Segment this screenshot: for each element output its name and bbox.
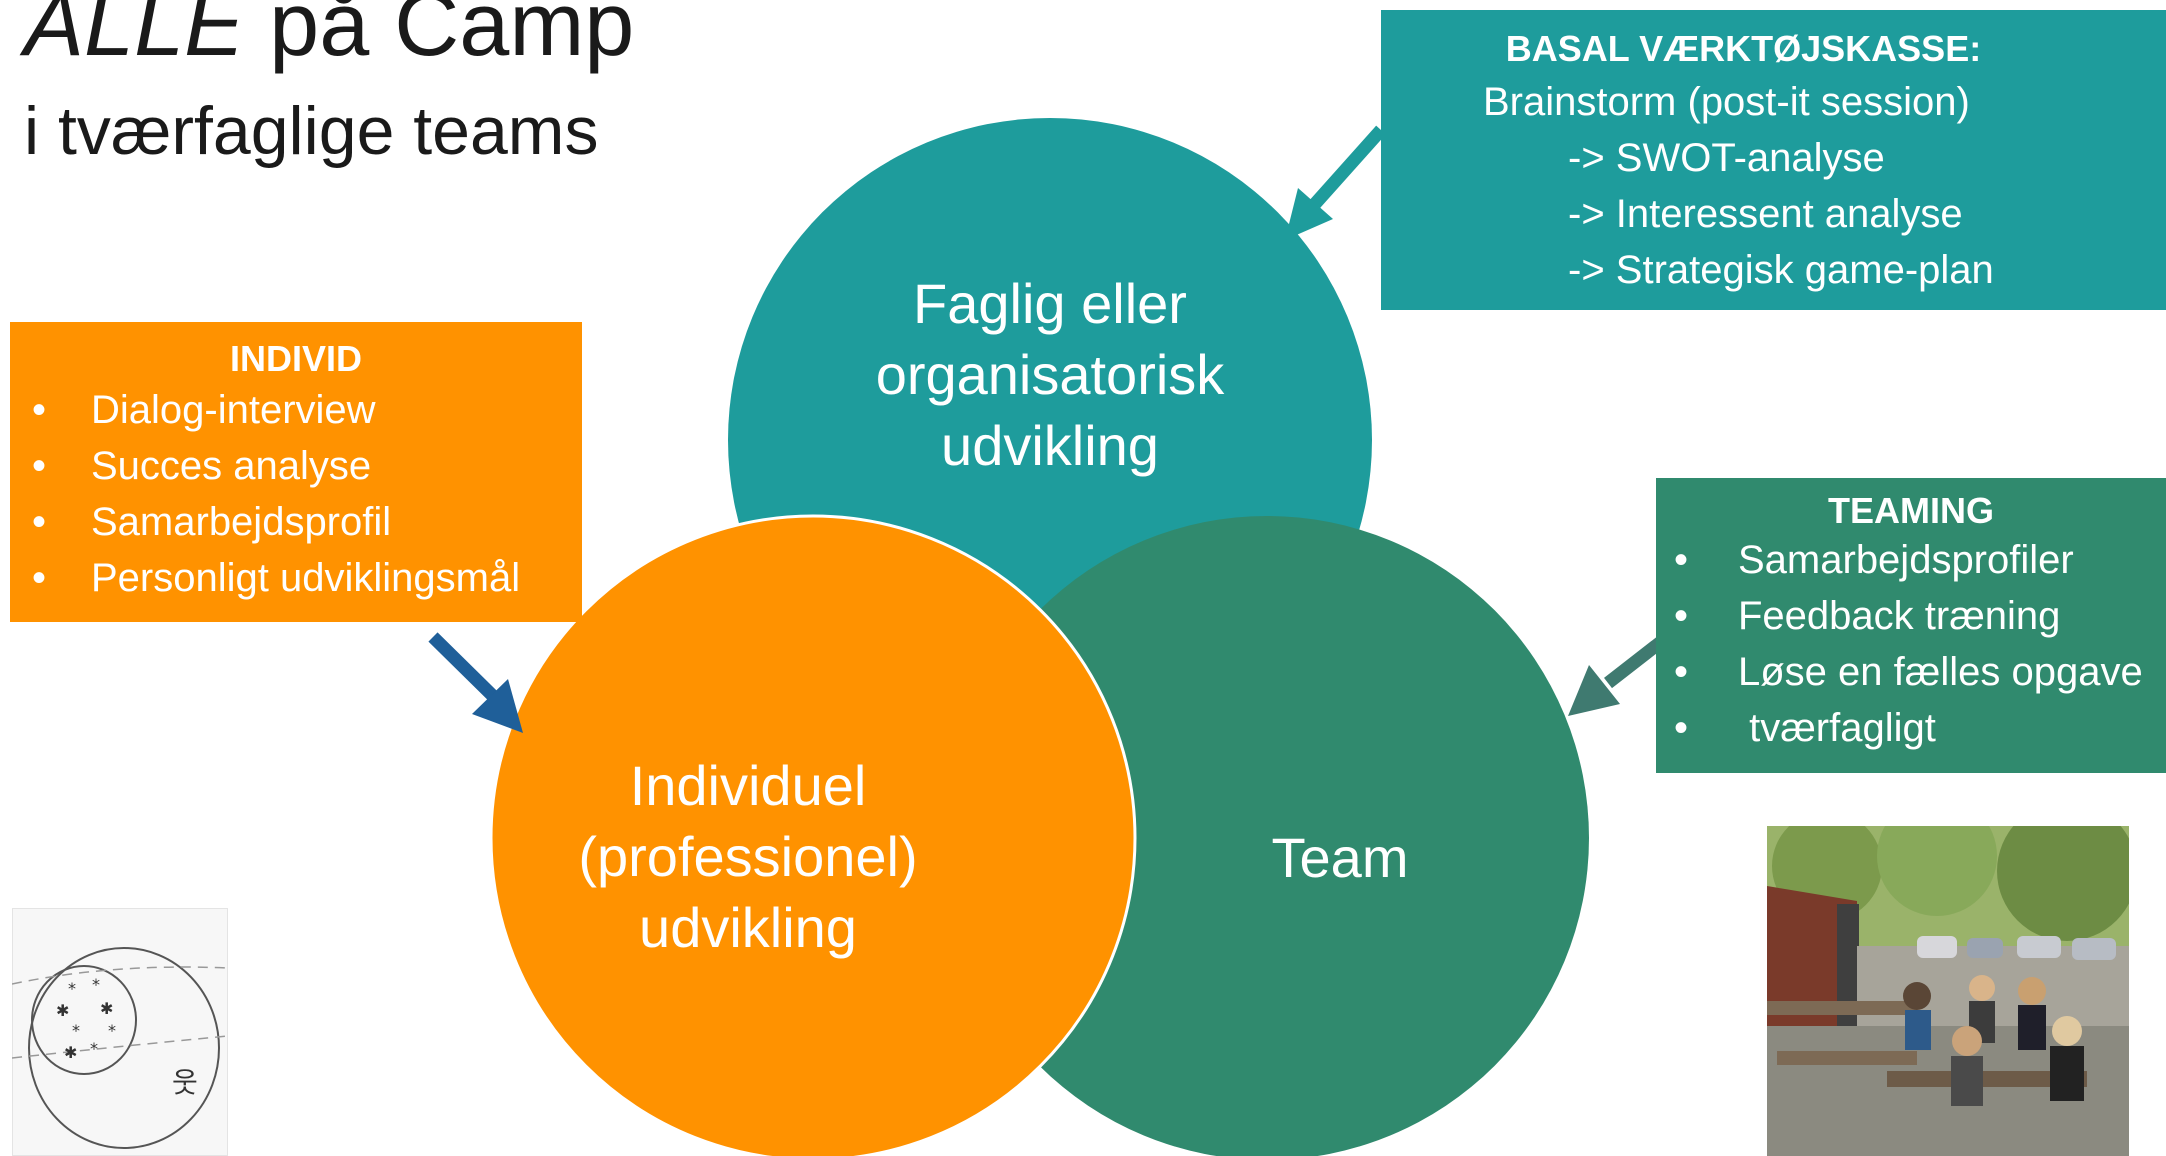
circle-label-team: Team xyxy=(1190,822,1490,893)
list-item: • Succes analyse xyxy=(10,438,582,494)
svg-text:*: * xyxy=(68,979,76,998)
circle-individ-line: (professionel) xyxy=(578,825,918,889)
bullet-icon: • xyxy=(32,500,47,544)
svg-text:✱: ✱ xyxy=(64,1043,77,1062)
svg-text:웃: 웃 xyxy=(172,1066,198,1099)
bullet-icon: • xyxy=(1674,594,1689,638)
bullet-icon: • xyxy=(1674,650,1689,694)
circle-individ xyxy=(489,514,1137,1156)
list-item: • Dialog-interview xyxy=(10,382,582,438)
list-item-text: Succes analyse xyxy=(91,444,372,488)
list-item-text: Dialog-interview xyxy=(91,388,376,432)
title-emphasis: ALLE xyxy=(24,0,245,75)
circle-team-line: Team xyxy=(1271,826,1409,889)
teaming-box: TEAMING • Samarbejdsprofiler • Feedback tr… xyxy=(1656,478,2166,773)
list-item-text: Feedback træning xyxy=(1738,594,2061,638)
list-item: • Samarbejdsprofil xyxy=(10,494,582,550)
list-item: • Feedback træning xyxy=(1656,588,2166,644)
camp-photo-graphic xyxy=(1767,826,2129,1156)
list-item: • Personligt udviklingsmål xyxy=(10,550,582,606)
svg-text:*: * xyxy=(72,1021,80,1040)
circle-faglig-line: Faglig eller xyxy=(913,272,1187,335)
teaming-heading: TEAMING xyxy=(1828,490,1994,531)
bullet-icon: • xyxy=(32,388,47,432)
basal-line: -> Strategisk game-plan xyxy=(1568,248,1994,292)
circle-team xyxy=(945,516,1589,1156)
list-item-text: Løse en fælles opgave xyxy=(1738,650,2143,694)
list-item-text: tværfagligt xyxy=(1738,706,1936,750)
circle-faglig-line: udvikling xyxy=(941,414,1159,478)
bullet-icon: • xyxy=(32,556,47,600)
list-item: • tværfagligt xyxy=(1656,700,2166,756)
page-subtitle: i tværfaglige teams xyxy=(24,93,599,169)
basal-box: BASAL VÆRKTØJSKASSE: Brainstorm (post-it… xyxy=(1381,10,2166,310)
svg-text:*: * xyxy=(108,1021,116,1040)
bullet-icon: • xyxy=(1674,538,1689,582)
list-item-text: Samarbejdsprofiler xyxy=(1738,538,2074,582)
list-item: • Løse en fælles opgave xyxy=(1656,644,2166,700)
svg-text:*: * xyxy=(92,975,100,994)
circle-individ-line: udvikling xyxy=(639,896,857,960)
teaming-list: • Samarbejdsprofiler • Feedback træning • L… xyxy=(1656,532,2166,756)
circle-individ-line: Individuel xyxy=(629,754,867,817)
basal-line: Brainstorm (post-it session) xyxy=(1483,80,1970,124)
bullet-icon: • xyxy=(32,444,47,488)
basal-line: -> SWOT-analyse xyxy=(1568,136,1885,180)
circle-label-faglig: Faglig eller organisatorisk udvikling xyxy=(800,268,1300,481)
list-item-text: Personligt udviklingsmål xyxy=(91,556,521,600)
individ-list: • Dialog-interview • Succes analyse • Samar… xyxy=(10,382,582,606)
sketch-image: ** ✱✱ ** ✱* 웃 xyxy=(12,908,228,1156)
svg-text:✱: ✱ xyxy=(56,1001,69,1020)
bullet-icon: • xyxy=(1674,706,1689,750)
circle-label-individ: Individuel (professionel) udvikling xyxy=(548,750,948,963)
camp-photo xyxy=(1767,826,2129,1156)
page-title: ALLE på Camp xyxy=(24,0,634,73)
basal-line: -> Interessent analyse xyxy=(1568,192,1963,236)
title-rest: på Camp xyxy=(244,0,635,75)
arrow-individ xyxy=(428,632,523,733)
svg-text:✱: ✱ xyxy=(100,999,113,1018)
svg-text:*: * xyxy=(90,1039,98,1058)
arrow-basal xyxy=(1285,125,1386,240)
individ-box: INDIVID • Dialog-interview • Succes analys… xyxy=(10,322,582,622)
list-item: • Samarbejdsprofiler xyxy=(1656,532,2166,588)
circle-faglig-line: organisatorisk xyxy=(875,343,1225,407)
individ-heading: INDIVID xyxy=(229,338,362,379)
basal-heading: BASAL VÆRKTØJSKASSE: xyxy=(1505,28,1982,69)
list-item-text: Samarbejdsprofil xyxy=(91,500,392,544)
